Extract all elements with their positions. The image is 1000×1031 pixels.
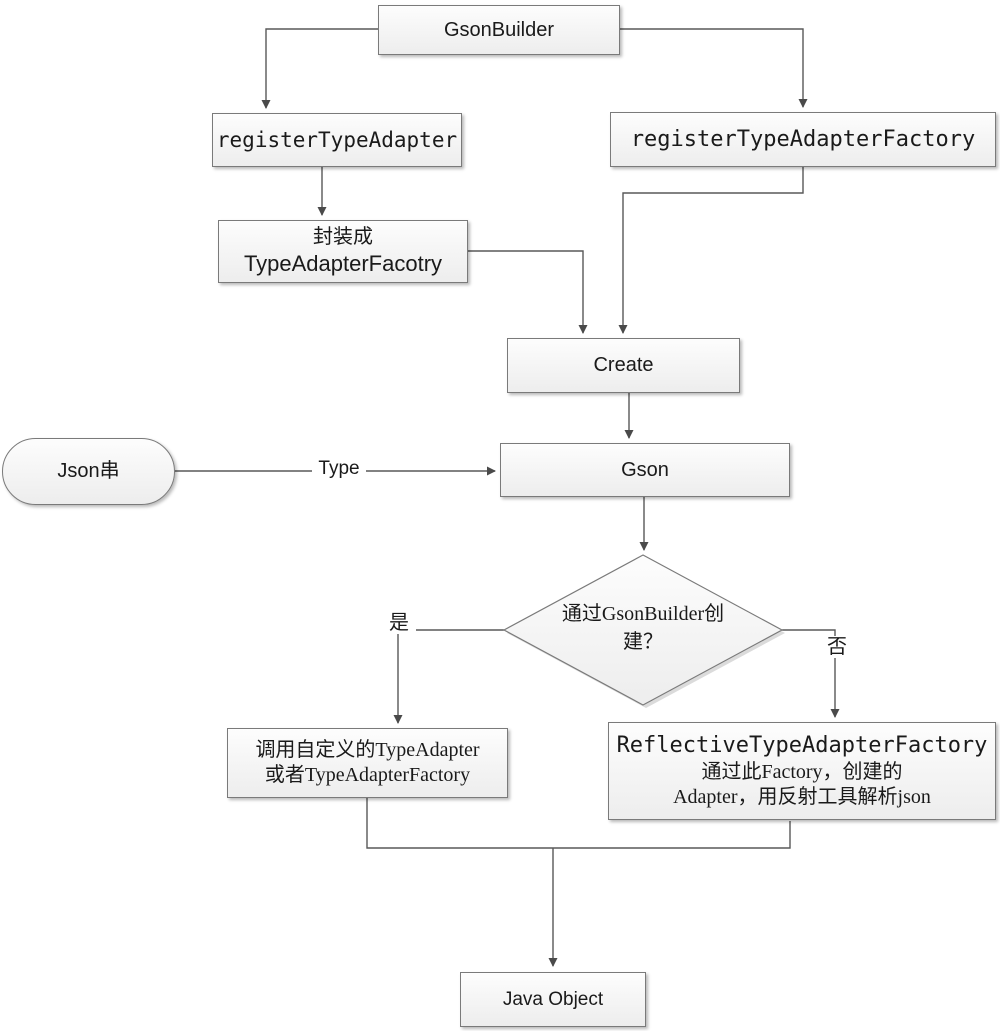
node-reflective-factory: ReflectiveTypeAdapterFactory 通过此Factory，…: [608, 722, 996, 820]
edge-decision-no-to-reflectivefactory: [782, 629, 840, 718]
node-reflective-line2: 通过此Factory，创建的: [701, 760, 903, 783]
edge-label-yes: 是: [382, 612, 416, 634]
edge-wrap-to-create: [468, 250, 588, 334]
node-create-label: Create: [593, 354, 654, 376]
node-java-object: Java Object: [460, 972, 646, 1027]
edge-gsonbuilder-to-registertypeadapterfactory: [620, 28, 808, 108]
node-decision-line2: 建？: [623, 631, 663, 653]
node-gson-label: Gson: [621, 458, 669, 481]
node-register-type-adapter-label: registerTypeAdapter: [216, 127, 458, 152]
decision-diamond-shape: [502, 554, 784, 706]
node-wrap-line1: 封装成: [313, 226, 373, 249]
edge-label-no: 否: [820, 636, 854, 658]
node-register-type-adapter-factory-label: registerTypeAdapterFactory: [630, 126, 976, 152]
node-json-string-label: Json串: [57, 460, 120, 482]
edge-gsonbuilder-to-registertypeadapter: [261, 28, 378, 109]
node-custom-adapter: 调用自定义的TypeAdapter 或者TypeAdapterFactory: [227, 728, 508, 798]
node-register-type-adapter-factory: registerTypeAdapterFactory: [610, 112, 996, 167]
node-custom-adapter-line1: 调用自定义的TypeAdapter: [255, 739, 480, 761]
node-gson: Gson: [500, 443, 790, 497]
node-reflective-line1: ReflectiveTypeAdapterFactory: [616, 733, 988, 759]
node-wrap-line2: TypeAdapterFacotry: [243, 251, 443, 277]
edge-decision-yes-to-customadapter: [393, 629, 504, 724]
node-register-type-adapter: registerTypeAdapter: [212, 113, 462, 167]
node-decision-line1: 通过GsonBuilder创: [561, 603, 725, 625]
edge-registertypeadapterfactory-to-create: [618, 167, 804, 334]
edge-label-type: Type: [312, 458, 366, 480]
node-wrap-as-factory: 封装成 TypeAdapterFacotry: [218, 220, 468, 283]
node-json-string: Json串: [2, 438, 175, 505]
node-create: Create: [507, 338, 740, 393]
node-custom-adapter-line2: 或者TypeAdapterFactory: [264, 764, 471, 786]
node-gson-builder: GsonBuilder: [378, 5, 620, 55]
node-reflective-line3: Adapter，用反射工具解析json: [673, 785, 931, 808]
node-decision-label: 通过GsonBuilder创 建？: [523, 600, 763, 656]
edge-merge-bar: [366, 798, 791, 849]
node-java-object-label: Java Object: [502, 988, 604, 1010]
node-gson-builder-label: GsonBuilder: [443, 18, 555, 41]
